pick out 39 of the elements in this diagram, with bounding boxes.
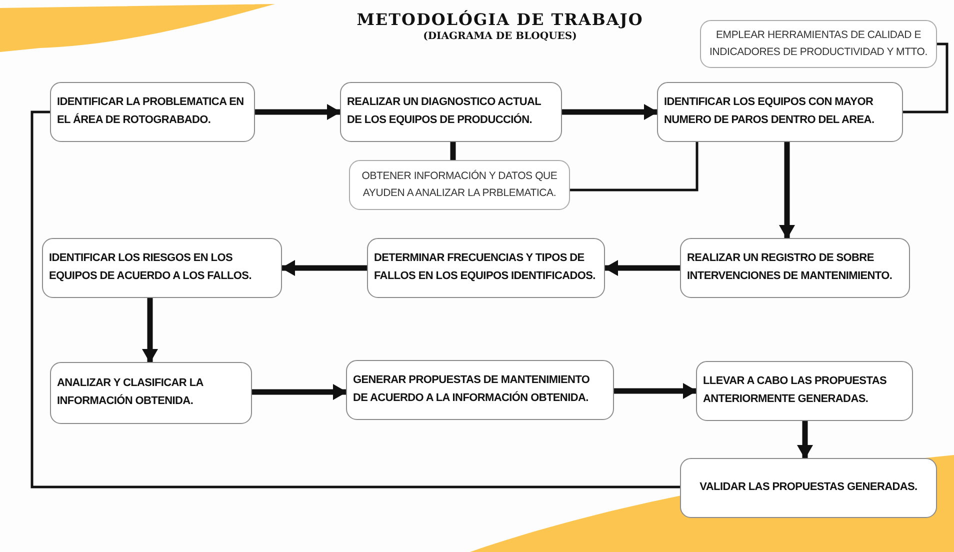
arrow [255, 104, 341, 120]
step-text: REALIZAR UN DIAGNOSTICO ACTUAL DE LOS EQUIPOS DE PRODUCCIÓN. [347, 95, 542, 128]
process-box [657, 82, 903, 142]
arrow [797, 421, 813, 459]
step-text: VALIDAR LAS PROPUESTAS GENERADAS. [700, 480, 918, 496]
arrow [142, 298, 158, 363]
step-text: GENERAR PROPUESTAS DE MANTENIMIENTO DE ACUERDO A LA INFORMACIÓN OBTENIDA. [353, 373, 591, 406]
connector-line [570, 142, 698, 192]
process-box [696, 361, 913, 421]
diagram-title: METODOLÓGIA DE TRABAJO [356, 10, 644, 29]
step-text: LLEVAR A CABO LAS PROPUESTAS ANTERIORMENTE GENERADAS. [703, 374, 888, 407]
arrow [604, 260, 680, 276]
step-text: OBTENER INFORMACIÓN Y DATOS QUE AYUDEN A ANALIZAR LA PRBLEMATICA. [360, 168, 558, 201]
step-text: REALIZAR UN REGISTRO DE SOBRE INTERVENCIONES DE MANTENIMIENTO. [687, 251, 894, 284]
process-box [680, 458, 937, 518]
step-text: IDENTIFICAR LOS RIESGOS EN LOS EQUIPOS DE ACUERDO A LOS FALLOS. [49, 251, 252, 284]
note-box [700, 20, 937, 68]
note-box [349, 160, 570, 210]
diagram-subtitle: (DIAGRAMA DE BLOQUES) [422, 31, 578, 42]
process-box [367, 238, 605, 298]
process-box [680, 238, 910, 298]
step-text: EMPLEAR HERRAMIENTAS DE CALIDAD E INDICADORES DE PRODUCTIVIDAD Y MTTO. [708, 28, 928, 60]
process-box [50, 362, 252, 424]
step-text: ANALIZAR Y CLASIFICAR LA INFORMACIÓN OBTENIDA. [57, 376, 204, 409]
process-box [340, 82, 562, 142]
process-box [42, 238, 282, 298]
process-box [50, 82, 255, 142]
arrow [562, 104, 658, 120]
step-text: DETERMINAR FRECUENCIAS Y TIPOS DE FALLOS EN LOS EQUIPOS IDENTIFICADOS. [374, 251, 596, 284]
connector-line [450, 142, 456, 160]
step-text: IDENTIFICAR LOS EQUIPOS CON MAYOR NUMERO DE PAROS DENTRO DEL AREA. [664, 95, 876, 128]
arrow [281, 260, 367, 276]
arrow [252, 384, 347, 400]
arrow [779, 142, 795, 239]
step-text: IDENTIFICAR LA PROBLEMATICA EN EL ÁREA DE ROTOGRABADO. [57, 95, 245, 128]
connector-line [30, 110, 680, 488]
connector-line [903, 42, 948, 114]
process-box [346, 360, 614, 420]
arrow [614, 383, 697, 399]
